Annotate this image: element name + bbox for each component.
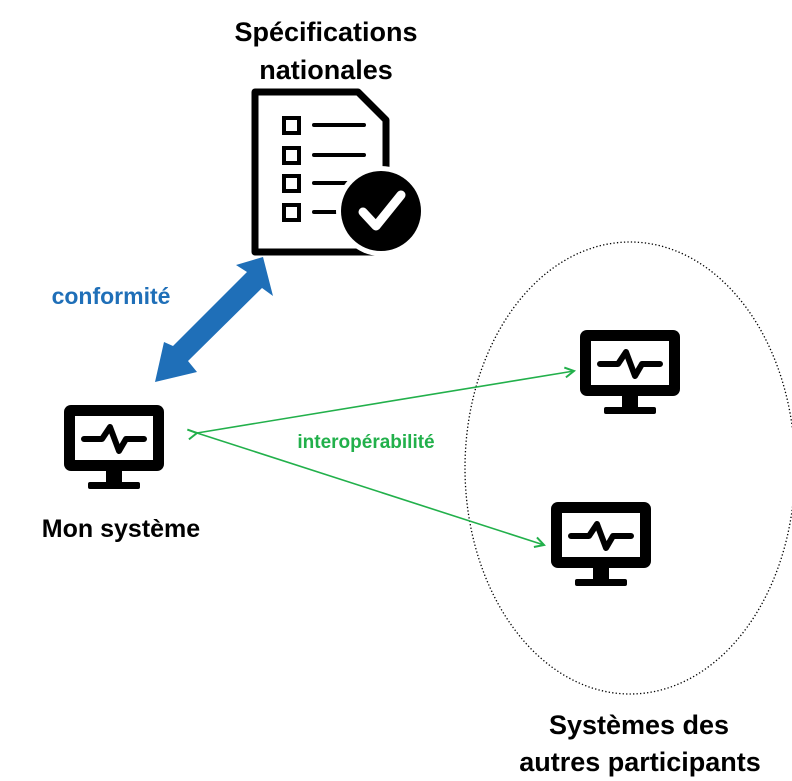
my-system-label: Mon système <box>42 515 200 543</box>
participant-monitor-icon-top <box>580 330 680 414</box>
my-system-monitor-icon <box>64 405 164 489</box>
conformity-arrow <box>155 257 273 382</box>
conformity-label: conformité <box>52 283 171 309</box>
check-badge-icon <box>336 166 426 256</box>
specs-title-line2: nationales <box>259 55 393 85</box>
interoperability-arrows <box>197 371 574 545</box>
interoperability-label: interopérabilité <box>297 432 434 453</box>
specs-title-line1: Spécifications <box>234 17 417 47</box>
other-systems-label-line2: autres participants <box>519 747 761 777</box>
other-systems-label-line1: Systèmes des <box>549 710 729 740</box>
participant-monitor-icon-bottom <box>551 502 651 586</box>
other-participants-boundary <box>464 241 792 695</box>
